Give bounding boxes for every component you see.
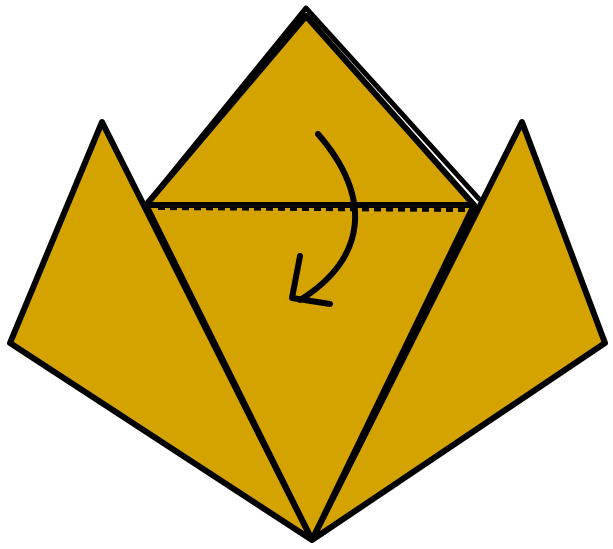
top-flap	[146, 16, 474, 205]
